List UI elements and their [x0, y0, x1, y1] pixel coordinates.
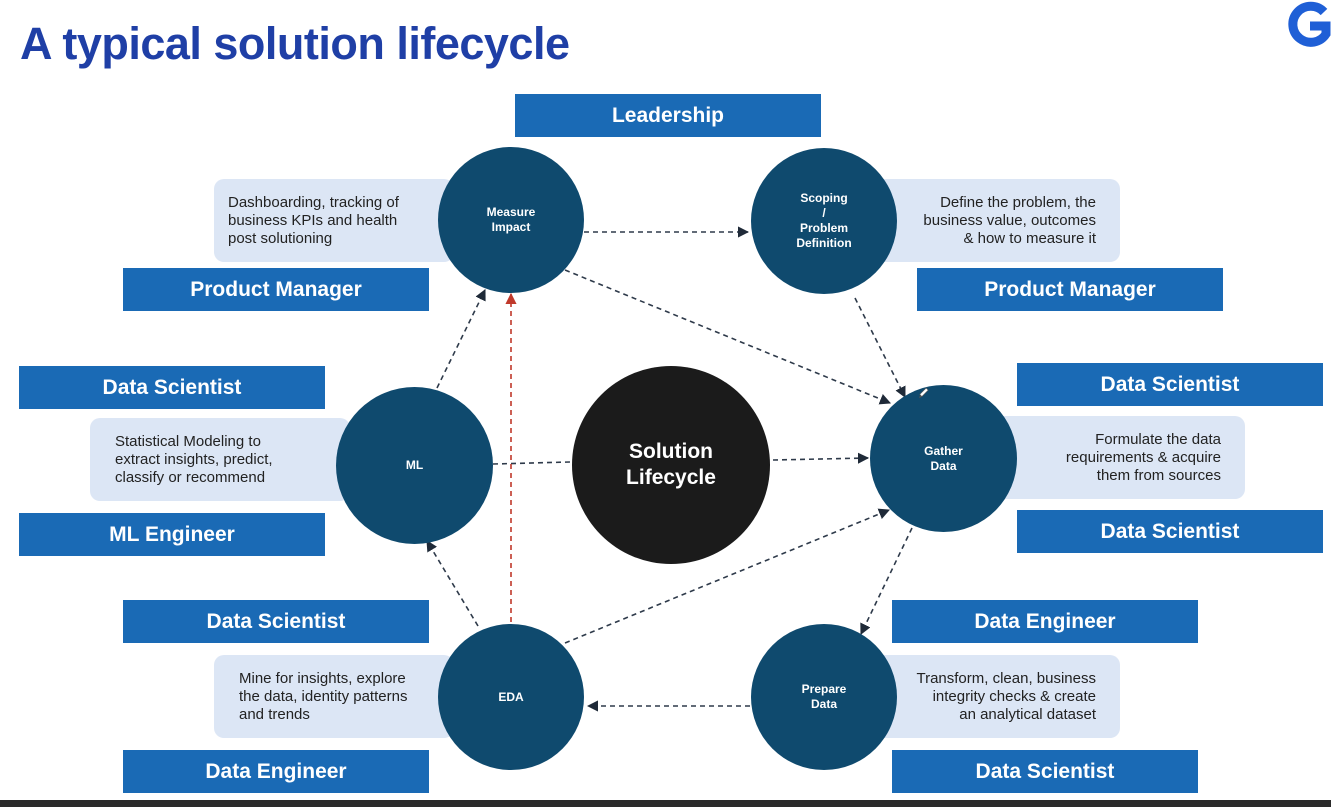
node-label: Measure: [486, 205, 536, 219]
desc-line: and trends: [239, 705, 310, 723]
role-prepare-data-engineer: Data Engineer: [892, 600, 1198, 643]
bottom-bar: [0, 800, 1331, 807]
desc-line: post solutioning: [228, 229, 333, 247]
desc-eda: Mine for insights, explore the data, ide…: [214, 655, 454, 738]
desc-line: Transform, clean, business: [916, 669, 1096, 687]
desc-line: business KPIs and health: [228, 211, 398, 229]
role-eda-data-engineer: Data Engineer: [123, 750, 429, 793]
node-label: Prepare: [801, 682, 847, 696]
desc-line: Dashboarding, tracking of: [228, 193, 399, 211]
node-label: Data: [930, 458, 957, 473]
role-gather-data-scientist-top: Data Scientist: [1017, 363, 1323, 406]
role-gather-data-scientist-bottom: Data Scientist: [1017, 510, 1323, 553]
role-measure-product-manager: Product Manager: [123, 268, 429, 311]
desc-line: the data, identity patterns: [239, 687, 408, 705]
desc-measure-impact: Dashboarding, tracking of business KPIs …: [214, 179, 454, 262]
node-label: Solution: [629, 440, 713, 463]
node-ml: ML: [336, 387, 493, 544]
node-eda: EDA: [438, 624, 584, 770]
node-label: /: [822, 206, 826, 220]
role-eda-data-scientist: Data Scientist: [123, 600, 429, 643]
role-leadership: Leadership: [515, 94, 821, 137]
node-scoping: Scoping / Problem Definition: [751, 148, 897, 294]
arrow-eda-to-ml: [426, 540, 479, 627]
node-label: Data: [810, 697, 837, 711]
desc-line: extract insights, predict,: [115, 450, 273, 468]
g-logo-icon: [1288, 1, 1331, 47]
node-prepare-data: Prepare Data: [751, 624, 897, 770]
arrow-center-to-gather: [772, 452, 870, 464]
node-label: Impact: [491, 220, 531, 234]
desc-scoping: Define the problem, the business value, …: [865, 179, 1120, 262]
arrow-ml-to-measure: [436, 288, 486, 389]
node-label: Problem: [799, 221, 848, 235]
desc-gather-data: Formulate the data requirements & acquir…: [985, 416, 1245, 499]
arrow-gather-to-prepare: [860, 527, 913, 636]
node-label: EDA: [498, 689, 524, 704]
node-label: Scoping: [800, 191, 848, 205]
desc-line: business value, outcomes: [923, 211, 1096, 229]
node-label: ML: [405, 458, 424, 472]
desc-line: Define the problem, the: [940, 193, 1096, 211]
page-title: A typical solution lifecycle: [20, 18, 570, 69]
desc-line: an analytical dataset: [959, 705, 1096, 723]
desc-line: classify or recommend: [115, 468, 266, 486]
arrow-ml-to-center: [492, 461, 571, 465]
desc-line: & how to measure it: [963, 229, 1096, 247]
role-ml-data-scientist: Data Scientist: [19, 366, 325, 409]
desc-prepare-data: Transform, clean, business integrity che…: [865, 655, 1120, 738]
role-prepare-data-scientist: Data Scientist: [892, 750, 1198, 793]
node-solution-lifecycle: Solution Lifecycle: [572, 366, 770, 564]
desc-line: Statistical Modeling to: [115, 432, 261, 450]
arrow-scoping-to-gather: [854, 297, 906, 398]
node-label: Lifecycle: [626, 466, 716, 489]
node-gather-data: Gather Data: [870, 385, 1017, 532]
arrow-measure-to-gather: [564, 269, 892, 405]
desc-line: them from sources: [1096, 466, 1221, 484]
role-ml-engineer: ML Engineer: [19, 513, 325, 556]
pencil-icon: [919, 387, 929, 398]
desc-line: Mine for insights, explore: [239, 669, 406, 687]
node-label: Gather: [924, 443, 963, 458]
role-scoping-product-manager: Product Manager: [917, 268, 1223, 311]
arrow-eda-to-gather: [564, 508, 891, 644]
desc-line: integrity checks & create: [932, 687, 1096, 705]
desc-line: requirements & acquire: [1065, 448, 1221, 466]
node-label: Definition: [796, 236, 852, 250]
node-measure-impact: Measure Impact: [438, 147, 584, 293]
desc-ml: Statistical Modeling to extract insights…: [90, 418, 350, 501]
desc-line: Formulate the data: [1095, 430, 1221, 448]
